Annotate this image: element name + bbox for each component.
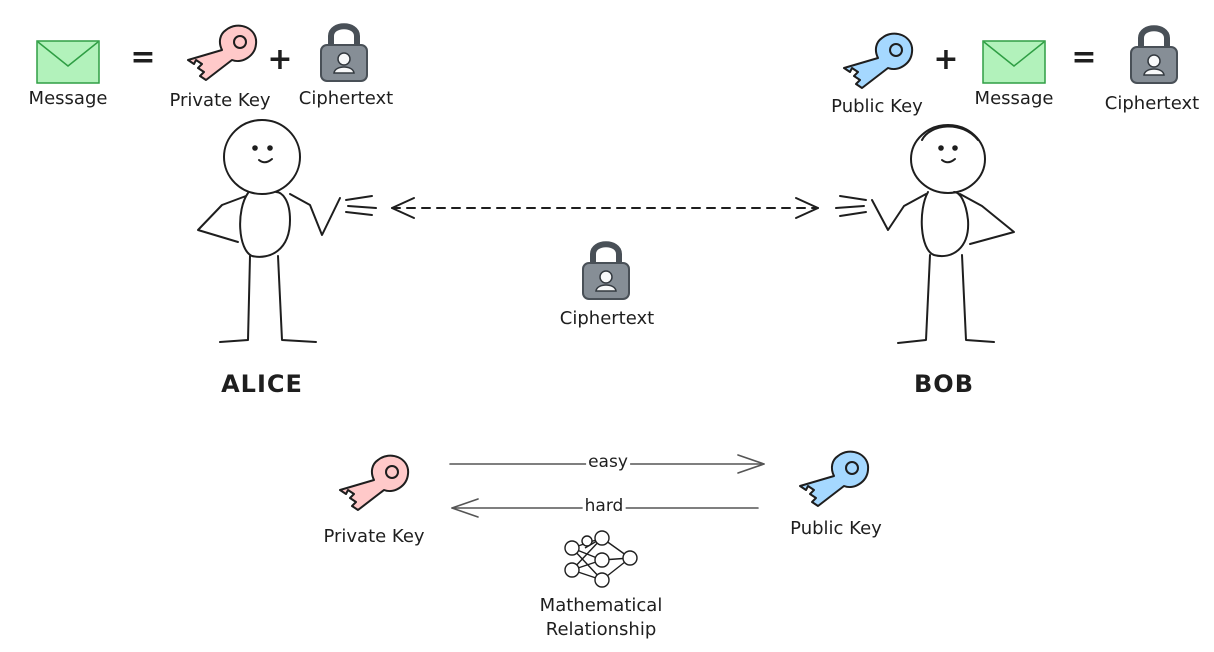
easy-label: easy bbox=[586, 452, 630, 472]
padlock-icon bbox=[583, 244, 629, 299]
public-key-icon bbox=[843, 32, 914, 89]
envelope-icon bbox=[982, 40, 1046, 84]
alice-private-key-label: Private Key bbox=[169, 90, 271, 111]
caption-line-2: Relationship bbox=[545, 619, 657, 640]
alice-message-label: Message bbox=[28, 88, 108, 109]
padlock-icon bbox=[1131, 28, 1177, 83]
alice-ciphertext-label: Ciphertext bbox=[298, 88, 394, 109]
relationship-private-key-label: Private Key bbox=[323, 526, 425, 547]
caption-line-1: Mathematical bbox=[539, 595, 663, 616]
relationship-public-key-label: Public Key bbox=[790, 518, 882, 539]
alice-name: ALICE bbox=[221, 370, 303, 398]
bob-equals-sign: = bbox=[1071, 40, 1097, 75]
bob-ciphertext-label: Ciphertext bbox=[1104, 93, 1200, 114]
private-key-icon bbox=[187, 24, 258, 81]
hard-label: hard bbox=[582, 496, 626, 516]
bob-message-label: Message bbox=[974, 88, 1054, 109]
bob-stick-figure bbox=[835, 124, 1015, 344]
bob-plus-sign: + bbox=[933, 42, 959, 77]
padlock-icon bbox=[321, 26, 367, 81]
public-key-icon bbox=[799, 450, 870, 507]
neural-network-icon bbox=[564, 530, 638, 588]
alice-plus-sign: + bbox=[267, 42, 293, 77]
bob-name: BOB bbox=[914, 370, 974, 398]
private-key-icon bbox=[339, 454, 410, 511]
exchange-arrow bbox=[391, 197, 819, 219]
mathematical-relationship-caption: Mathematical Relationship bbox=[540, 594, 663, 642]
bob-public-key-label: Public Key bbox=[831, 96, 923, 117]
alice-stick-figure bbox=[197, 119, 377, 343]
exchange-ciphertext-label: Ciphertext bbox=[559, 308, 655, 329]
alice-equals-sign: = bbox=[130, 40, 156, 75]
envelope-icon bbox=[36, 40, 100, 84]
